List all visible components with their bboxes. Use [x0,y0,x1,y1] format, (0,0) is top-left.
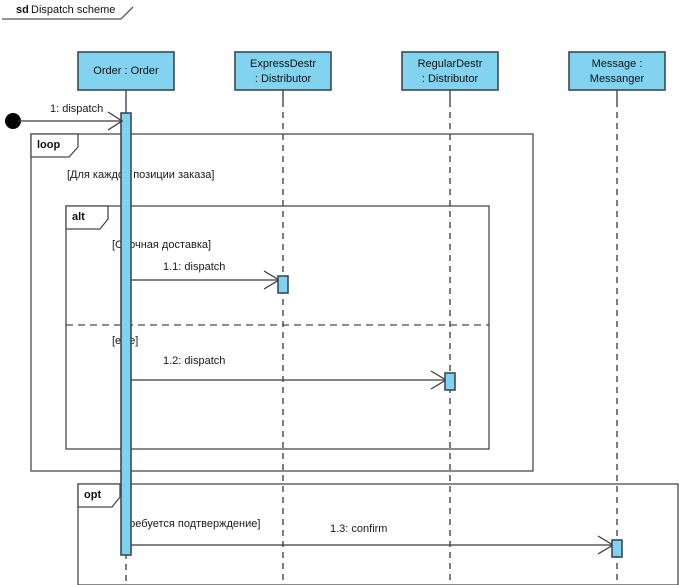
page-title: Dispatch scheme [31,4,115,16]
lifeline-label-messenger-line2: Messanger [590,73,645,85]
message-label-1-3: 1.3: confirm [330,523,387,535]
message-label-1-2: 1.2: dispatch [163,355,225,367]
lifeline-label-express-line2: : Distributor [255,73,312,85]
message-1-3-confirm[interactable]: 1.3: confirm [131,523,623,558]
fragment-loop-operator: loop [37,139,60,151]
lifeline-regular[interactable]: RegularDestr : Distributor [401,51,499,585]
lifeline-messenger[interactable]: Message : Messanger [568,51,666,585]
lifeline-label-order: Order : Order [93,65,159,77]
lifeline-label-express-line1: ExpressDestr [250,58,316,70]
lifeline-header-regular[interactable] [401,51,499,91]
message-1-1-dispatch[interactable]: 1.1: dispatch [131,261,289,294]
fragment-alt-guard: [Срочная доставка] [112,239,211,251]
activation-bar-order[interactable] [120,112,132,556]
fragment-loop-tab [30,133,79,158]
found-message-start-dot [5,113,21,129]
message-label-found: 1: dispatch [50,103,103,115]
activation-bar-express[interactable] [277,275,289,294]
lifeline-label-regular-line2: : Distributor [422,73,479,85]
message-1-2-dispatch[interactable]: 1.2: dispatch [131,355,456,391]
activation-bar-messenger[interactable] [611,539,623,558]
fragment-opt-tab [77,483,121,508]
fragment-alt-tab [65,205,109,230]
fragment-alt-border [65,205,490,450]
lifeline-express[interactable]: ExpressDestr : Distributor [234,51,332,585]
title-tab-outline [2,6,134,20]
arrowhead-open-found-icon [107,111,124,131]
fragment-alt-operator: alt [72,211,85,223]
fragment-opt-border [77,483,679,585]
fragment-loop-guard: [Для каждой позиции заказа] [67,169,214,181]
fragment-opt[interactable]: opt [Требуется подтверждение] [77,483,679,585]
activation-bar-regular[interactable] [444,372,456,391]
fragment-opt-guard: [Требуется подтверждение] [120,518,260,530]
message-found-dispatch[interactable]: 1: dispatch [5,103,124,131]
diagram-kind-keyword: sd [16,4,29,16]
lifeline-label-messenger-line1: Message : [592,58,643,70]
fragment-loop[interactable]: loop [Для каждой позиции заказа] [30,133,534,472]
fragment-loop-border [30,133,534,472]
message-label-1-1: 1.1: dispatch [163,261,225,273]
fragment-opt-operator: opt [84,489,101,501]
lifeline-label-regular-line1: RegularDestr [418,58,483,70]
diagram-title-tab: sd Dispatch scheme [2,4,134,20]
